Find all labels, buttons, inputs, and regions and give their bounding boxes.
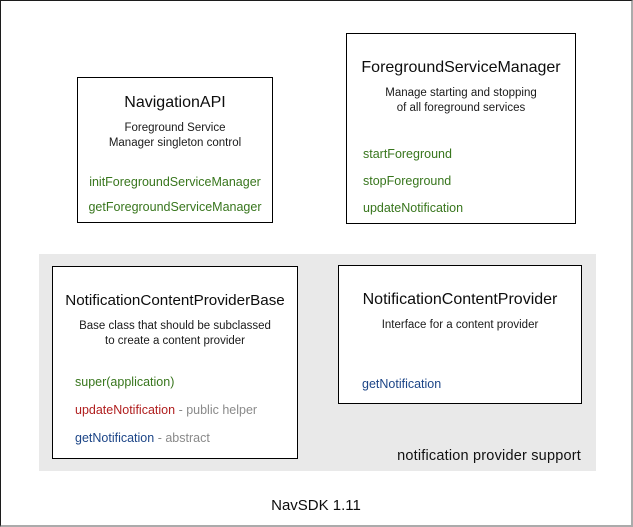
class-box-notification-content-provider-base: NotificationContentProviderBase Base cla… <box>52 266 298 459</box>
description-line: Interface for a content provider <box>381 319 539 331</box>
method-stop-foreground: stopForeground <box>363 174 452 188</box>
class-description: Base class that should be subclassed to … <box>53 319 297 349</box>
panel-label: notification provider support <box>397 448 581 464</box>
description-line: Manage starting and stopping <box>385 87 537 99</box>
diagram-caption: NavSDK 1.11 <box>271 497 361 514</box>
class-title-notification-content-provider-base: NotificationContentProviderBase <box>65 292 285 309</box>
method-super-application: super(application) <box>75 375 297 389</box>
method-list: initForegroundServiceManager getForegrou… <box>78 175 272 214</box>
method-annotation: - abstract <box>157 431 210 445</box>
method-update-notification: updateNotification <box>363 201 464 215</box>
method-init-foreground-service-manager: initForegroundServiceManager <box>89 175 261 189</box>
class-box-notification-content-provider: NotificationContentProvider Interface fo… <box>338 265 582 404</box>
method-list: super(application) updateNotification - … <box>53 375 297 445</box>
class-title-navigation-api: NavigationAPI <box>124 94 226 111</box>
class-description: Manage starting and stopping of all fore… <box>347 86 575 116</box>
method-list: startForeground stopForeground updateNot… <box>347 147 575 215</box>
method-name: updateNotification <box>75 403 176 417</box>
method-get-notification: getNotification <box>362 377 442 391</box>
method-annotation: - public helper <box>178 403 258 417</box>
class-title-foreground-service-manager: ForegroundServiceManager <box>361 59 561 76</box>
class-box-navigation-api: NavigationAPI Foreground Service Manager… <box>77 77 273 223</box>
class-description: Foreground Service Manager singleton con… <box>78 121 272 151</box>
method-get-foreground-service-manager: getForegroundServiceManager <box>88 200 262 214</box>
description-line: to create a content provider <box>105 335 245 347</box>
method-name: super(application) <box>75 375 175 389</box>
class-title-notification-content-provider: NotificationContentProvider <box>362 291 558 308</box>
description-line: of all foreground services <box>396 102 526 114</box>
description-line: Manager singleton control <box>108 137 242 149</box>
method-update-notification: updateNotification - public helper <box>75 403 297 417</box>
method-start-foreground: startForeground <box>363 147 452 161</box>
description-line: Base class that should be subclassed <box>79 320 271 332</box>
method-name: getNotification <box>75 431 155 445</box>
description-line: Foreground Service <box>124 122 226 134</box>
class-description: Interface for a content provider <box>339 318 581 333</box>
class-box-foreground-service-manager: ForegroundServiceManager Manage starting… <box>346 33 576 224</box>
method-get-notification: getNotification - abstract <box>75 431 297 445</box>
method-list: getNotification <box>339 377 581 391</box>
